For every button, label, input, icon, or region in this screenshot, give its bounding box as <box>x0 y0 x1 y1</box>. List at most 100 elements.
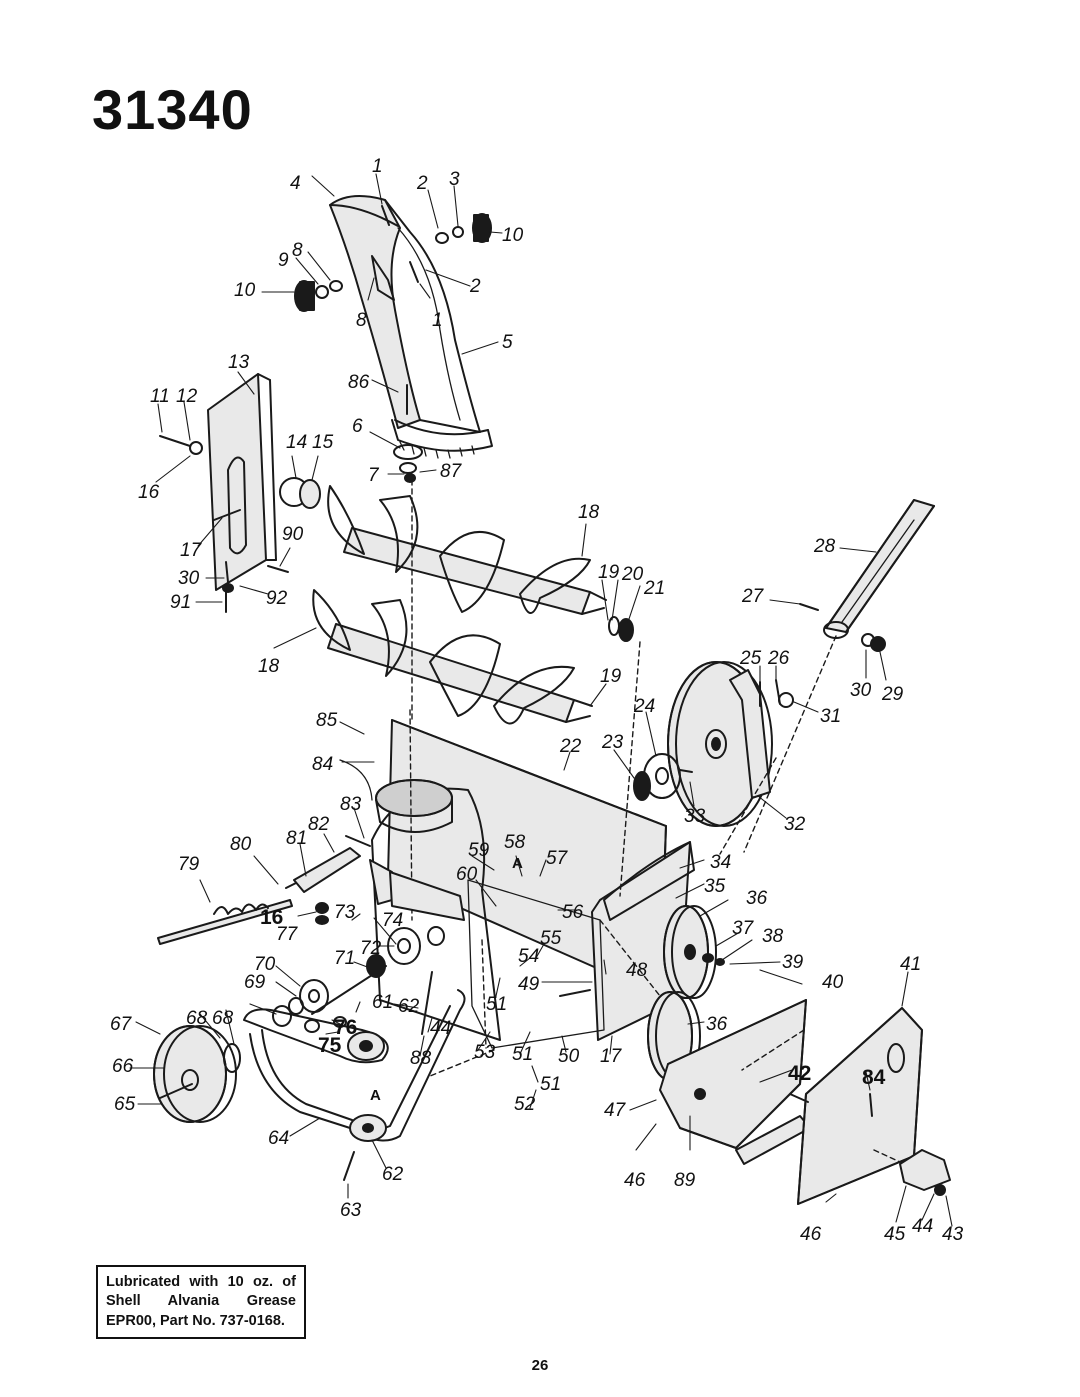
callout-69: 69 <box>244 972 266 993</box>
callout-23: 23 <box>601 732 624 753</box>
drive-belts <box>243 971 466 1181</box>
callout-9: 9 <box>278 250 289 271</box>
callout-50: 50 <box>558 1046 580 1067</box>
callout-44b: 44 <box>912 1216 933 1237</box>
callout-10b: 10 <box>234 280 256 301</box>
callout-1b: 1 <box>432 310 443 331</box>
callout-13: 13 <box>228 352 250 373</box>
callout-38: 38 <box>762 926 784 947</box>
callout-5: 5 <box>502 332 513 353</box>
callout-44: 44 <box>430 1018 451 1039</box>
callout-8: 8 <box>292 240 303 261</box>
gear-frame <box>285 759 695 1049</box>
callout-68b: 68 <box>186 1008 208 1029</box>
input-shaft-assembly <box>272 926 445 1033</box>
callout-4: 4 <box>290 173 301 194</box>
callout-40: 40 <box>822 972 844 993</box>
callout-30: 30 <box>178 568 200 589</box>
callout-62: 62 <box>398 996 420 1017</box>
callout-14: 14 <box>286 432 307 453</box>
relation-lines <box>411 479 901 1163</box>
callout-16b: 16 <box>260 906 283 929</box>
callout-36: 36 <box>746 888 768 909</box>
auger-pulley <box>667 661 794 827</box>
callout-86: 86 <box>348 372 370 393</box>
callout-27: 27 <box>741 586 765 607</box>
callout-53: 53 <box>474 1042 496 1063</box>
callout-46b: 46 <box>800 1224 822 1245</box>
callout-75: 75 <box>318 1034 342 1057</box>
page-title: 31340 <box>92 78 253 141</box>
callout-77: 77 <box>276 924 299 945</box>
callout-48: 48 <box>626 960 648 981</box>
callout-90: 90 <box>282 524 304 545</box>
callout-A: A <box>512 855 523 872</box>
callout-87: 87 <box>440 461 463 482</box>
callout-63: 63 <box>340 1200 362 1221</box>
callout-68: 68 <box>212 1008 234 1029</box>
callout-1: 1 <box>372 156 383 177</box>
lower-frame <box>659 999 811 1165</box>
bearing-assembly <box>633 753 693 801</box>
callout-65: 65 <box>114 1094 136 1115</box>
callout-70: 70 <box>254 954 276 975</box>
callout-39: 39 <box>782 952 804 973</box>
callout-47: 47 <box>604 1100 627 1121</box>
page-number: 26 <box>531 1357 549 1374</box>
callout-72: 72 <box>360 938 382 959</box>
callout-67: 67 <box>110 1014 133 1035</box>
callout-18: 18 <box>578 502 600 523</box>
callout-46: 46 <box>624 1170 646 1191</box>
callout-labels: 1 2 3 4 10 9 8 10 2 8 1 5 13 86 11 12 6 … <box>110 156 964 1245</box>
callout-16: 16 <box>138 482 160 503</box>
callout-41: 41 <box>900 954 921 975</box>
callout-49: 49 <box>518 974 540 995</box>
callout-58: 58 <box>504 832 526 853</box>
callout-10: 10 <box>502 225 524 246</box>
callout-6: 6 <box>352 416 363 437</box>
callout-45: 45 <box>884 1224 906 1245</box>
callout-54: 54 <box>518 946 539 967</box>
callout-24: 24 <box>633 696 655 717</box>
callout-8b: 8 <box>356 310 367 331</box>
callout-20: 20 <box>621 564 644 585</box>
callout-17b: 17 <box>600 1046 623 1067</box>
callout-89: 89 <box>674 1170 696 1191</box>
callout-19: 19 <box>598 562 620 583</box>
callout-91: 91 <box>170 592 191 613</box>
side-plate <box>159 373 321 613</box>
callout-33: 33 <box>684 806 706 827</box>
callout-17: 17 <box>180 540 203 561</box>
callout-2b: 2 <box>469 276 481 297</box>
callout-28: 28 <box>813 536 836 557</box>
callout-43: 43 <box>942 1224 964 1245</box>
callout-74: 74 <box>382 910 403 931</box>
mounting-bracket <box>899 1149 951 1196</box>
callout-79: 79 <box>178 854 200 875</box>
callout-37: 37 <box>732 918 755 939</box>
callout-18b: 18 <box>258 656 280 677</box>
callout-80: 80 <box>230 834 252 855</box>
callout-51c: 51 <box>540 1074 561 1095</box>
callout-51b: 51 <box>512 1044 533 1065</box>
callout-92: 92 <box>266 588 288 609</box>
callout-35: 35 <box>704 876 726 897</box>
callout-62b: 62 <box>382 1164 404 1185</box>
callout-84b: 84 <box>862 1066 886 1089</box>
callout-11: 11 <box>150 386 170 407</box>
chute-knob-right <box>435 213 492 244</box>
callout-82: 82 <box>308 814 330 835</box>
callout-56: 56 <box>562 902 584 923</box>
callout-42: 42 <box>788 1062 811 1085</box>
callout-55: 55 <box>540 928 562 949</box>
callout-29: 29 <box>881 684 904 705</box>
chute-knob-left <box>294 280 343 312</box>
callout-73: 73 <box>334 902 356 923</box>
callout-64: 64 <box>268 1128 289 1149</box>
callout-34: 34 <box>710 852 731 873</box>
callout-21: 21 <box>643 578 665 599</box>
callout-12: 12 <box>176 386 198 407</box>
callout-66: 66 <box>112 1056 134 1077</box>
callout-7: 7 <box>368 465 380 486</box>
